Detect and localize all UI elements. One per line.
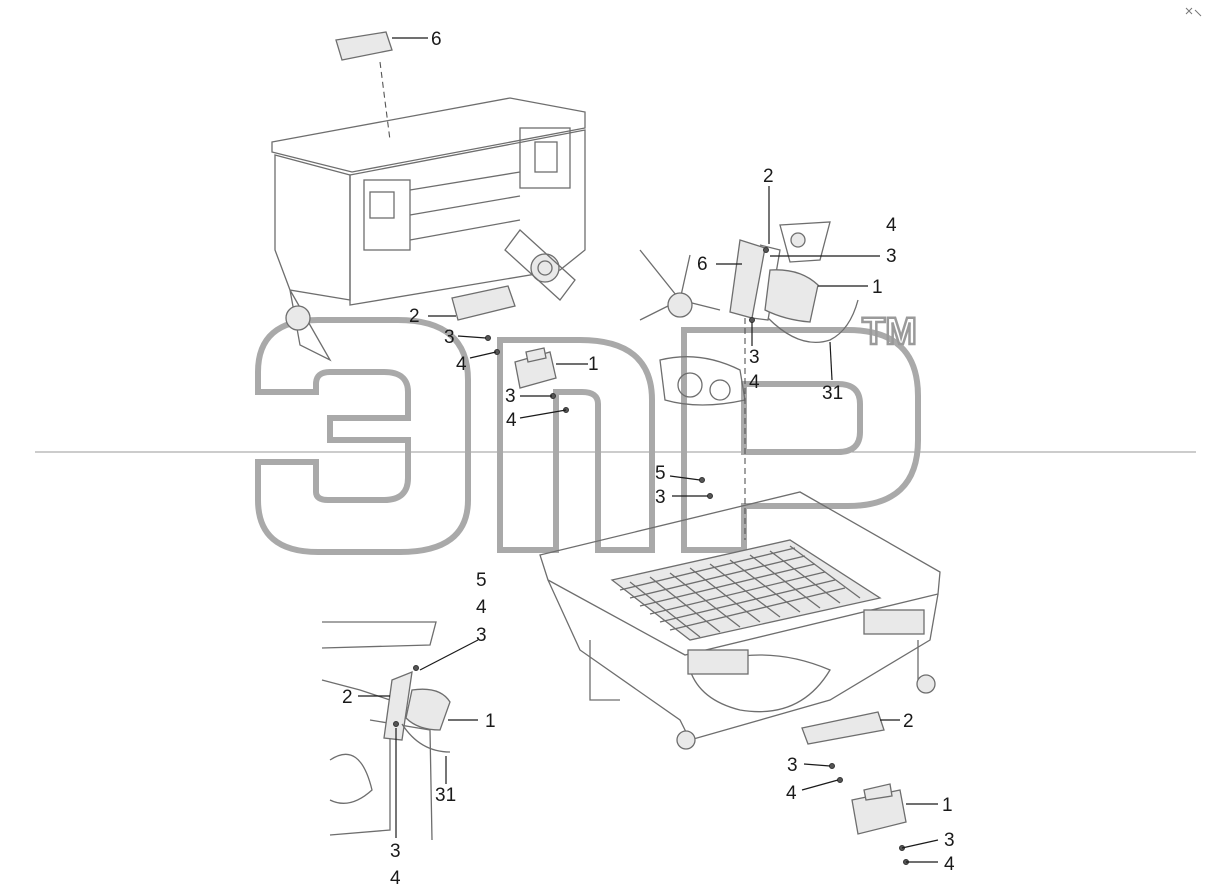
label-e-2: 2 [903,711,914,732]
cover-plate-6 [335,31,393,61]
spreader-machine-lower [539,491,941,750]
label-b-2: 2 [763,166,774,187]
label-d-5: 5 [476,570,487,591]
label-d-3: 3 [476,625,487,646]
label-a-4b: 4 [506,410,517,431]
label-a-1: 1 [588,354,599,375]
label-a-6: 6 [431,29,442,50]
group-d-parts [383,665,451,753]
lamp-1-mounted [764,269,819,323]
trademark-text: TM [862,311,917,353]
label-d-4b: 4 [390,868,401,889]
group-b-parts [729,239,859,540]
lamp-1 [514,347,557,389]
label-a-3b: 3 [505,386,516,407]
leader-lines [358,37,939,863]
lamp-1-side [405,688,451,731]
label-d-4: 4 [476,597,487,618]
label-e-3: 3 [787,755,798,776]
spreader-side-detail [321,621,437,841]
label-d-2: 2 [342,687,353,708]
group-a-parts [335,31,569,413]
label-d-1: 1 [485,711,496,732]
label-e-4: 4 [786,783,797,804]
cover-plate-2 [451,285,516,321]
label-b-4b: 4 [749,372,760,393]
label-a-2: 2 [409,306,420,327]
label-c-5: 5 [655,463,666,484]
label-b-4: 4 [886,215,897,236]
callout-labels: 6 2 3 4 1 3 4 2 4 3 6 1 3 4 31 5 3 5 4 3… [342,29,955,889]
label-b-3b: 3 [749,347,760,368]
label-b-3: 3 [886,246,897,267]
cable-31 [767,299,859,344]
group-e-parts [801,711,909,865]
corner-mark [1185,7,1202,17]
spreader-machine-upper [271,97,586,362]
cover-plate-2-lower [801,711,885,745]
label-e-1: 1 [942,795,953,816]
spreader-fan-detail [639,221,831,406]
bracket-6 [729,239,766,319]
label-a-4: 4 [456,354,467,375]
label-b-6: 6 [697,254,708,275]
label-e-4b: 4 [944,854,955,875]
label-a-3: 3 [444,327,455,348]
cable-31-side [401,723,451,753]
label-d-31: 31 [435,785,456,806]
label-e-3b: 3 [944,830,955,851]
label-b-31: 31 [822,383,843,404]
label-b-1: 1 [872,277,883,298]
bracket-2 [383,670,413,741]
lamp-1-lower [851,783,907,835]
label-c-3: 3 [655,487,666,508]
label-d-3b: 3 [390,841,401,862]
group-c-parts [699,477,713,499]
watermark-logo: TM [255,310,921,555]
